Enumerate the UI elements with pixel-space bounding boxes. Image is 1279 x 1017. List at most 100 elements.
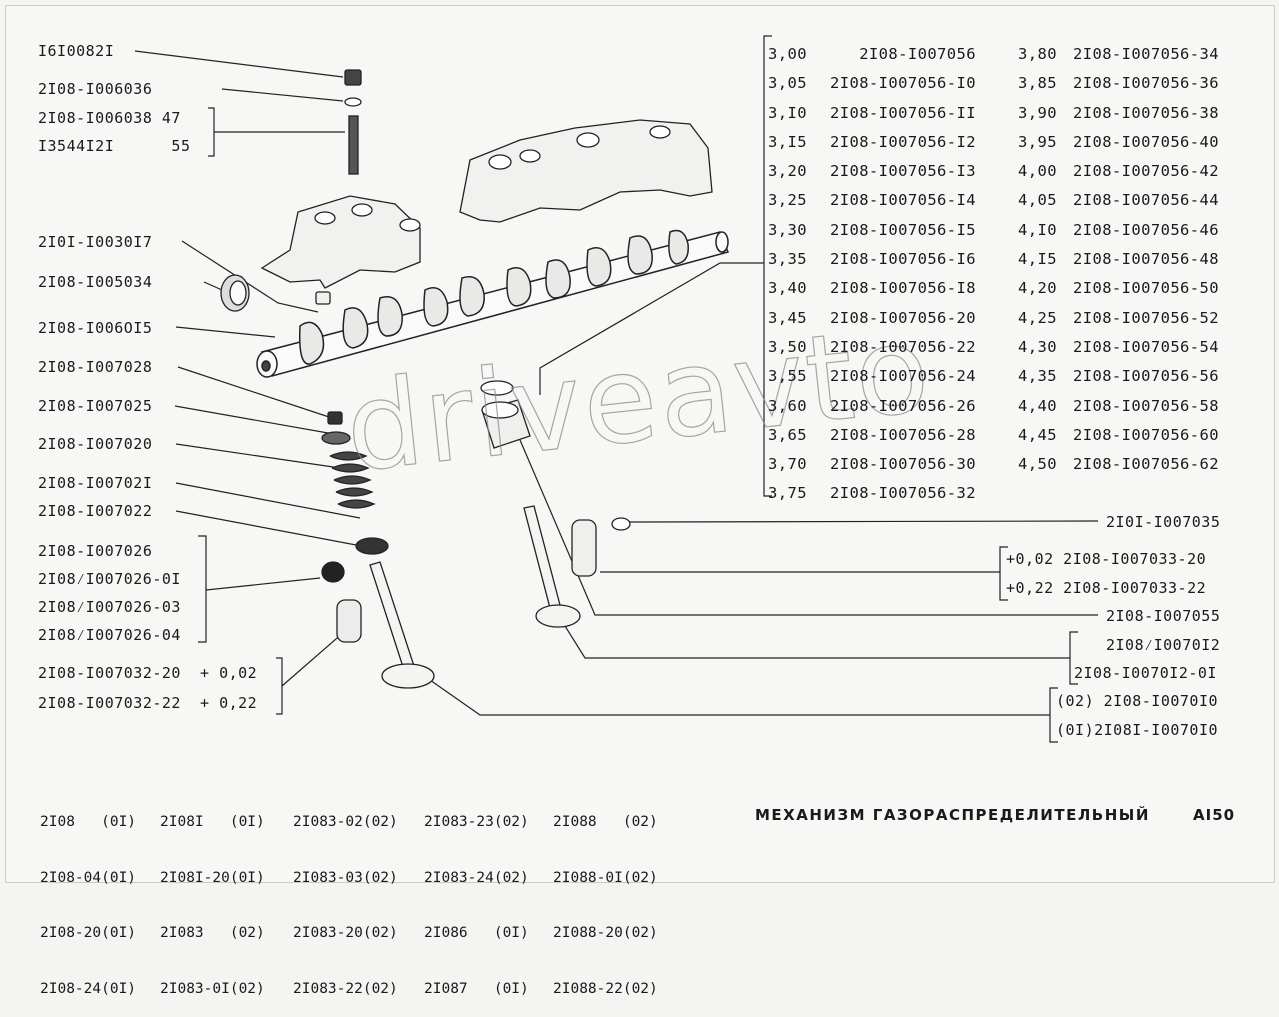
table-cell: 3,I5 xyxy=(768,132,807,151)
model-item: 2I086 (0I) xyxy=(424,925,529,941)
table-cell: 4,45 xyxy=(1018,425,1057,444)
bearing-housing-left xyxy=(260,195,421,305)
model-item: 2I088-0I(02) xyxy=(553,869,658,886)
table-cell: 3,35 xyxy=(768,250,807,269)
leader-c2 xyxy=(221,88,344,102)
callout-label: 2I08-I007028 xyxy=(38,358,153,376)
valve-spring-assembly xyxy=(321,411,389,643)
table-cell: 2I08-I007056-II xyxy=(830,103,976,122)
table-cell: 2I08-I007056-38 xyxy=(1073,103,1219,122)
table-cell: 4,30 xyxy=(1018,337,1057,356)
table-cell: 4,20 xyxy=(1018,279,1057,298)
model-item: 2I08I-20(0I) xyxy=(160,869,265,886)
table-cell: 2I08-I007056-54 xyxy=(1073,337,1219,356)
leader-c11 xyxy=(175,482,361,519)
table-cell: 2I08-I007056-56 xyxy=(1073,367,1219,386)
table-cell: 4,I0 xyxy=(1018,220,1057,239)
callout-label: 2I08-I007025 xyxy=(38,397,153,415)
model-item: 2I088-20(02) xyxy=(553,925,658,941)
table-cell: 2I08-I007056-22 xyxy=(830,337,976,356)
leader-c9 xyxy=(174,405,329,434)
table-cell: 3,75 xyxy=(768,484,807,503)
model-column: 2I083-23(02) 2I083-24(02) 2I086 (0I) 2I0… xyxy=(424,776,529,1017)
bearing-housing-right xyxy=(459,119,713,223)
table-cell: 3,20 xyxy=(768,162,807,181)
table-cell: 2I08-I007056-I8 xyxy=(830,279,976,298)
callout-label: 2I08-I0070I2-0I xyxy=(1074,664,1217,682)
model-item: 2I08I (0I) xyxy=(160,814,265,830)
table-cell: 3,00 xyxy=(768,45,807,63)
table-cell: 2I08-I007056-28 xyxy=(830,425,976,444)
leader-c8 xyxy=(177,366,333,419)
table-cell: 2I08-I007056-44 xyxy=(1073,191,1219,210)
callout-label: 2I08-I006036 xyxy=(38,80,153,98)
table-cell: 2I08-I007056-24 xyxy=(830,367,976,386)
table-cell: 2I08-I007056-26 xyxy=(830,396,976,415)
model-item: 2I083-03(02) xyxy=(293,869,398,886)
valves xyxy=(369,505,581,689)
page-title: МЕХАНИЗМ ГАЗОРАСПРЕДЕЛИТЕЛЬНЫЙ xyxy=(755,806,1150,824)
model-item: 2I083-20(02) xyxy=(293,925,398,941)
model-item: 2I083-23(02) xyxy=(424,814,529,830)
leader-c6 xyxy=(203,281,223,291)
table-cell: 3,25 xyxy=(768,191,807,210)
leader-bracket-c17c18 xyxy=(276,631,345,715)
table-cell: 3,40 xyxy=(768,279,807,298)
table-cell: 3,I0 xyxy=(768,103,807,122)
table-cell: 3,70 xyxy=(768,455,807,474)
table-cell: 2I08-I007056-I2 xyxy=(830,132,976,151)
leader-bracket-r5r6 xyxy=(554,609,1078,685)
guides-tappet xyxy=(480,380,631,577)
table-cell: 4,I5 xyxy=(1018,250,1057,269)
callout-label: 2I08-I007022 xyxy=(38,502,153,520)
table-cell: 3,50 xyxy=(768,337,807,356)
table-cell: 2I08-I007056-52 xyxy=(1073,308,1219,327)
callout-label: 2I08-I007020 xyxy=(38,435,153,453)
page-code: AI50 xyxy=(1193,806,1236,824)
table-cell: 3,60 xyxy=(768,396,807,415)
leader-c10 xyxy=(175,443,341,469)
table-cell: 2I08-I007056-36 xyxy=(1073,74,1219,93)
model-item: 2I08-24(0I) xyxy=(40,980,137,997)
table-cell: 4,35 xyxy=(1018,367,1057,386)
leader-r4 xyxy=(519,439,1098,616)
model-item: 2I083-02(02) xyxy=(293,814,398,830)
callout-label: 2I08-I006038 47 xyxy=(38,109,181,127)
callout-label: I6I0082I xyxy=(38,42,115,60)
table-cell: 4,00 xyxy=(1018,162,1057,181)
table-cell: 2I08-I007056-I4 xyxy=(830,191,976,210)
leader-bracket-c13c16 xyxy=(198,535,321,643)
table-cell: 2I08-I007056-34 xyxy=(1073,45,1219,63)
callout-label: 2I08-I006OI5 xyxy=(38,319,153,337)
callout-label: 2I08-I007055 xyxy=(1106,607,1221,625)
callout-label: +0,02 2I08-I007033-20 xyxy=(1006,550,1207,568)
callout-label: 2I08-I007032-22 + 0,22 xyxy=(38,694,258,712)
oil-seal xyxy=(220,274,250,312)
leader-c1 xyxy=(134,50,344,78)
table-cell: 3,05 xyxy=(768,74,807,93)
table-cell: 2I08-I007056-40 xyxy=(1073,132,1219,151)
callout-label: 2I08⁄I007026-0I xyxy=(38,570,181,588)
table-cell: 2I08-I007056-I3 xyxy=(830,162,976,181)
model-item: 2I088 (02) xyxy=(553,814,658,830)
callout-label: 2I08⁄I007026-04 xyxy=(38,626,181,644)
model-item: 2I08 (0I) xyxy=(40,814,137,830)
table-cell: 3,80 xyxy=(1018,45,1057,63)
model-item: 2I083-22(02) xyxy=(293,980,398,997)
model-item: 2I083 (02) xyxy=(160,925,265,941)
table-cell: 2I08-I007056-60 xyxy=(1073,425,1219,444)
table-cell: 2I08-I007056-50 xyxy=(1073,279,1219,298)
callout-label: (0I)2I08I-I0070I0 xyxy=(1056,721,1219,739)
model-item: 2I083-0I(02) xyxy=(160,980,265,997)
model-item: 2I087 (0I) xyxy=(424,980,529,997)
model-column: 2I088 (02) 2I088-0I(02) 2I088-20(02) 2I0… xyxy=(553,776,658,1017)
table-cell: 4,25 xyxy=(1018,308,1057,327)
table-cell: 4,05 xyxy=(1018,191,1057,210)
table-cell: 2I08-I007056 xyxy=(830,45,976,63)
leader-c5 xyxy=(181,240,319,313)
model-item: 2I08-04(0I) xyxy=(40,869,137,886)
leader-bracket-r7r8 xyxy=(429,679,1058,743)
leader-c7 xyxy=(175,326,276,338)
leader-bracket-c3c4 xyxy=(208,107,345,157)
table-cell: 2I08-I007056-58 xyxy=(1073,396,1219,415)
